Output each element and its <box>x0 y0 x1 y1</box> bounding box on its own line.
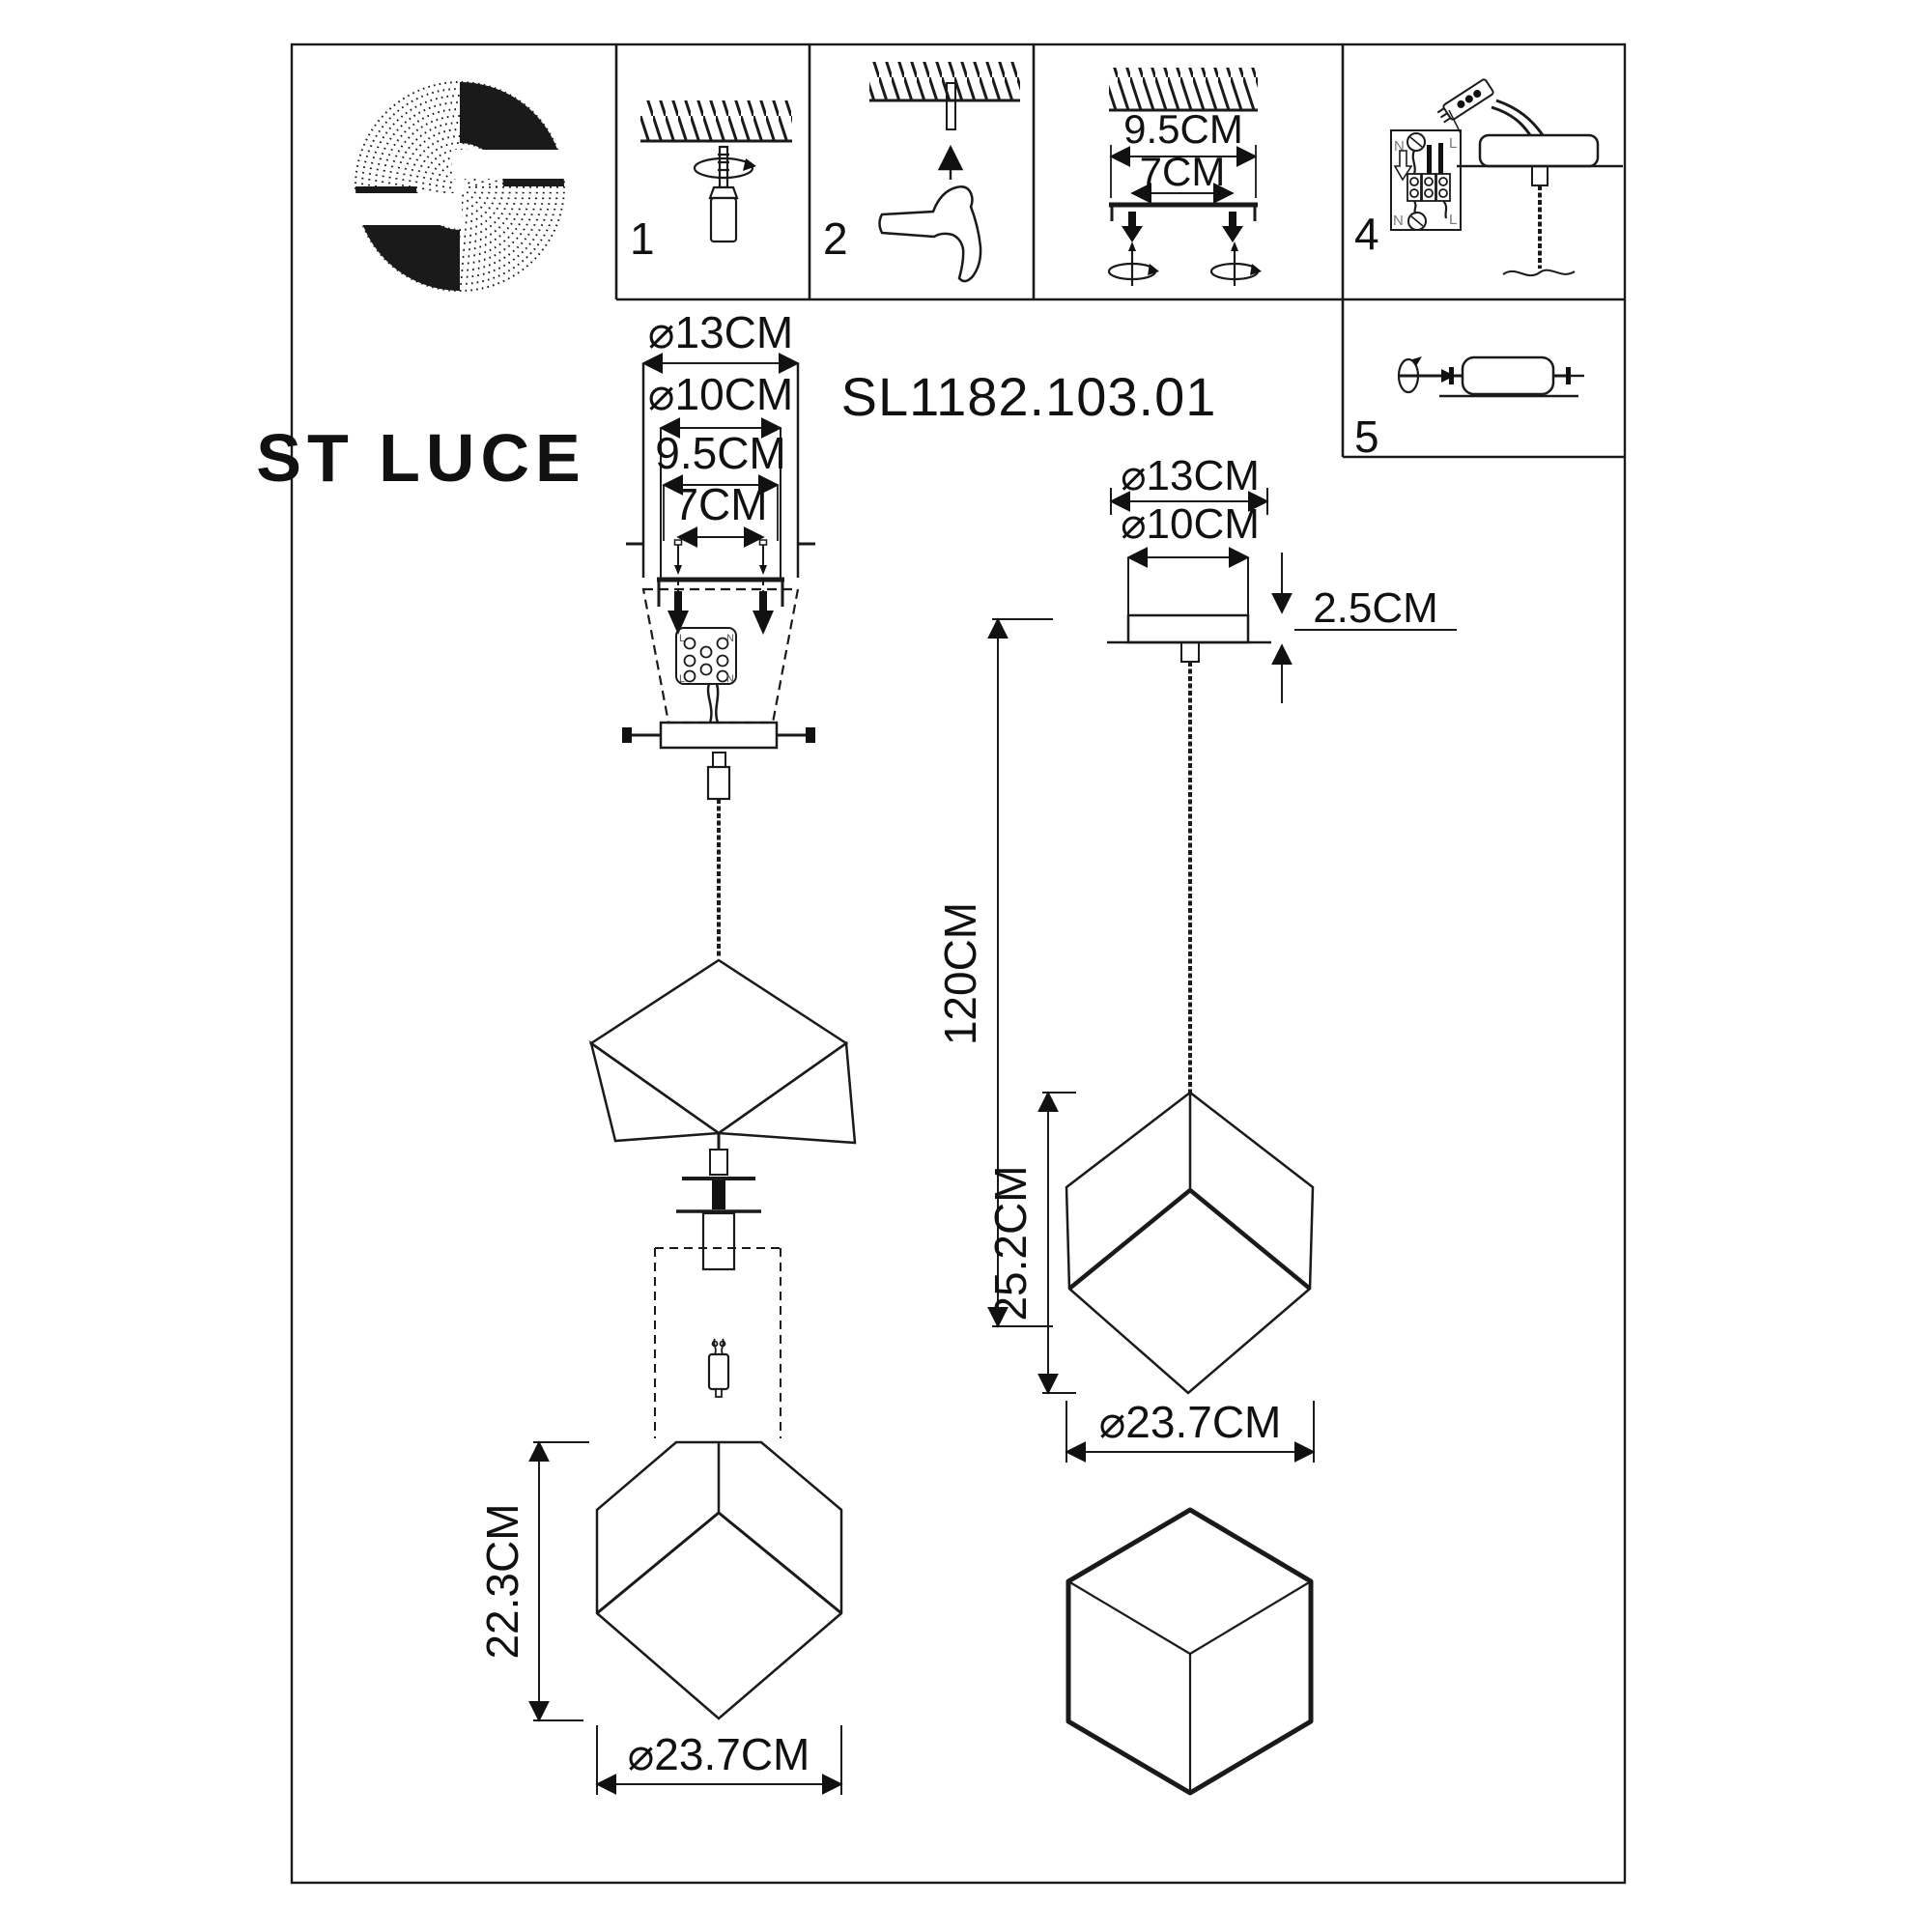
dim-canopy-outer: ⌀13CM <box>648 307 793 357</box>
dim-canopy-height: 2.5CM <box>1271 553 1457 703</box>
dim-label-suspension-length: 120CM <box>935 902 985 1045</box>
step3-cell: 9.5CM 7CM <box>1107 68 1262 286</box>
dim-hole-spacing: 7CM <box>673 479 767 529</box>
terminal-block-icon <box>1406 173 1451 202</box>
wire <box>1495 99 1545 136</box>
dim-canopy-inner: ⌀10CM <box>1121 500 1260 548</box>
dim-label-shade-height: 25.2CM <box>985 1165 1036 1321</box>
neutral-label: N <box>726 673 734 685</box>
assembled-view: ⌀13CM ⌀10CM 2.5CM 120CM 25.2CM <box>935 452 1457 1796</box>
cord-coupler-icon <box>1461 355 1555 396</box>
hole-spacing-label: 7CM <box>1140 149 1226 194</box>
stem <box>712 1180 725 1209</box>
neutral-label: N <box>726 633 734 644</box>
stluce-logo <box>346 81 574 292</box>
side-screw <box>806 727 815 743</box>
wire <box>1413 200 1417 214</box>
step5-cell: 5 <box>1354 355 1584 462</box>
wire <box>706 683 713 724</box>
screw-anchor-icon <box>693 145 756 243</box>
dim-shade-height: 22.3CM <box>477 1440 589 1722</box>
ceiling-hatch-icon <box>869 62 1020 100</box>
step2-number: 2 <box>823 213 848 264</box>
screw-rotate-icon <box>1107 242 1262 286</box>
live-label: L <box>679 633 685 644</box>
screw-tip <box>1441 369 1455 383</box>
canopy-icon <box>1478 133 1600 168</box>
step1-cell: 1 <box>630 100 792 264</box>
dim-canopy-inner: ⌀10CM <box>648 369 793 419</box>
neutral-label: N <box>1394 138 1405 155</box>
ceiling-hatch-icon <box>1109 68 1258 110</box>
cube-shade <box>1065 1091 1315 1395</box>
isometric-cube <box>1065 1507 1314 1796</box>
cord-squiggle <box>1502 269 1576 277</box>
wire-lead <box>1427 145 1432 174</box>
hammer-icon <box>878 185 982 283</box>
bracket-screws <box>673 539 768 575</box>
terminal-screw-icon <box>1407 212 1427 231</box>
step2-cell: 2 <box>823 62 1020 283</box>
plug-connector-icon <box>1436 78 1494 124</box>
terminal-detail-box <box>1390 129 1462 231</box>
terminal-block: L N L N <box>675 627 737 685</box>
cord-grip <box>1180 641 1200 663</box>
lamp-socket <box>701 1211 736 1271</box>
side-screw <box>622 727 632 743</box>
dim-shade-height: 25.2CM <box>985 1091 1076 1395</box>
cord-grip-lower <box>709 1149 728 1176</box>
step4-cell: N L N L <box>1354 78 1623 277</box>
cord-grip <box>706 765 731 801</box>
dim-label-canopy-height: 2.5CM <box>1313 584 1438 632</box>
dim-canopy-outer: ⌀13CM <box>1121 452 1260 499</box>
neutral-label: N <box>1393 213 1404 229</box>
dim-shade-width: ⌀23.7CM <box>1065 1397 1316 1463</box>
dim-suspension-length: 120CM <box>935 617 1053 1328</box>
wire <box>1491 105 1532 136</box>
bulb-icon <box>707 1338 730 1398</box>
dim-label-shade-height: 22.3CM <box>477 1503 527 1659</box>
dim-bracket-width: 9.5CM <box>655 428 785 478</box>
cord-grip <box>1531 165 1548 186</box>
anchor-icon <box>1122 212 1143 242</box>
cord-grip-top <box>712 752 726 768</box>
folded-shade <box>588 958 857 1145</box>
wall-plug-icon <box>946 82 956 130</box>
page-border <box>290 43 1627 1885</box>
dim-label-shade-width: ⌀23.7CM <box>1099 1397 1282 1447</box>
wire <box>1411 150 1416 175</box>
live-label: L <box>679 673 685 685</box>
exploded-view: ⌀13CM ⌀10CM 9.5CM 7CM <box>477 307 857 1795</box>
dim-shade-width: ⌀23.7CM <box>595 1725 843 1795</box>
cube-shade-front <box>595 1440 843 1720</box>
canopy <box>1126 613 1250 644</box>
wire <box>1442 200 1448 219</box>
terminal-screw-icon <box>1406 132 1426 152</box>
anchor-icon <box>668 591 689 635</box>
rotate-arrow <box>1412 356 1422 366</box>
step5-number: 5 <box>1354 412 1379 462</box>
canopy-cross-section <box>641 587 800 724</box>
anchor-icon <box>1222 212 1243 242</box>
step4-number: 4 <box>1354 209 1379 259</box>
live-label: L <box>1449 135 1457 152</box>
anchor-icon <box>753 591 774 635</box>
step1-number: 1 <box>630 213 655 264</box>
bracket-width-label: 9.5CM <box>1123 106 1243 152</box>
down-arrow-icon <box>1393 150 1413 182</box>
wire-lead <box>1438 143 1443 174</box>
brand-name: ST LUCE <box>256 420 585 496</box>
shade-housing-dashed <box>654 1247 781 1438</box>
canopy-plate <box>659 721 779 750</box>
dim-label-shade-width: ⌀23.7CM <box>628 1729 810 1779</box>
live-label: L <box>1449 212 1457 228</box>
leader-line <box>1448 109 1462 134</box>
model-number: SL1182.103.01 <box>841 366 1217 427</box>
step-grid <box>614 44 1626 459</box>
ceiling-hatch-icon <box>640 100 792 141</box>
wire <box>715 683 720 724</box>
